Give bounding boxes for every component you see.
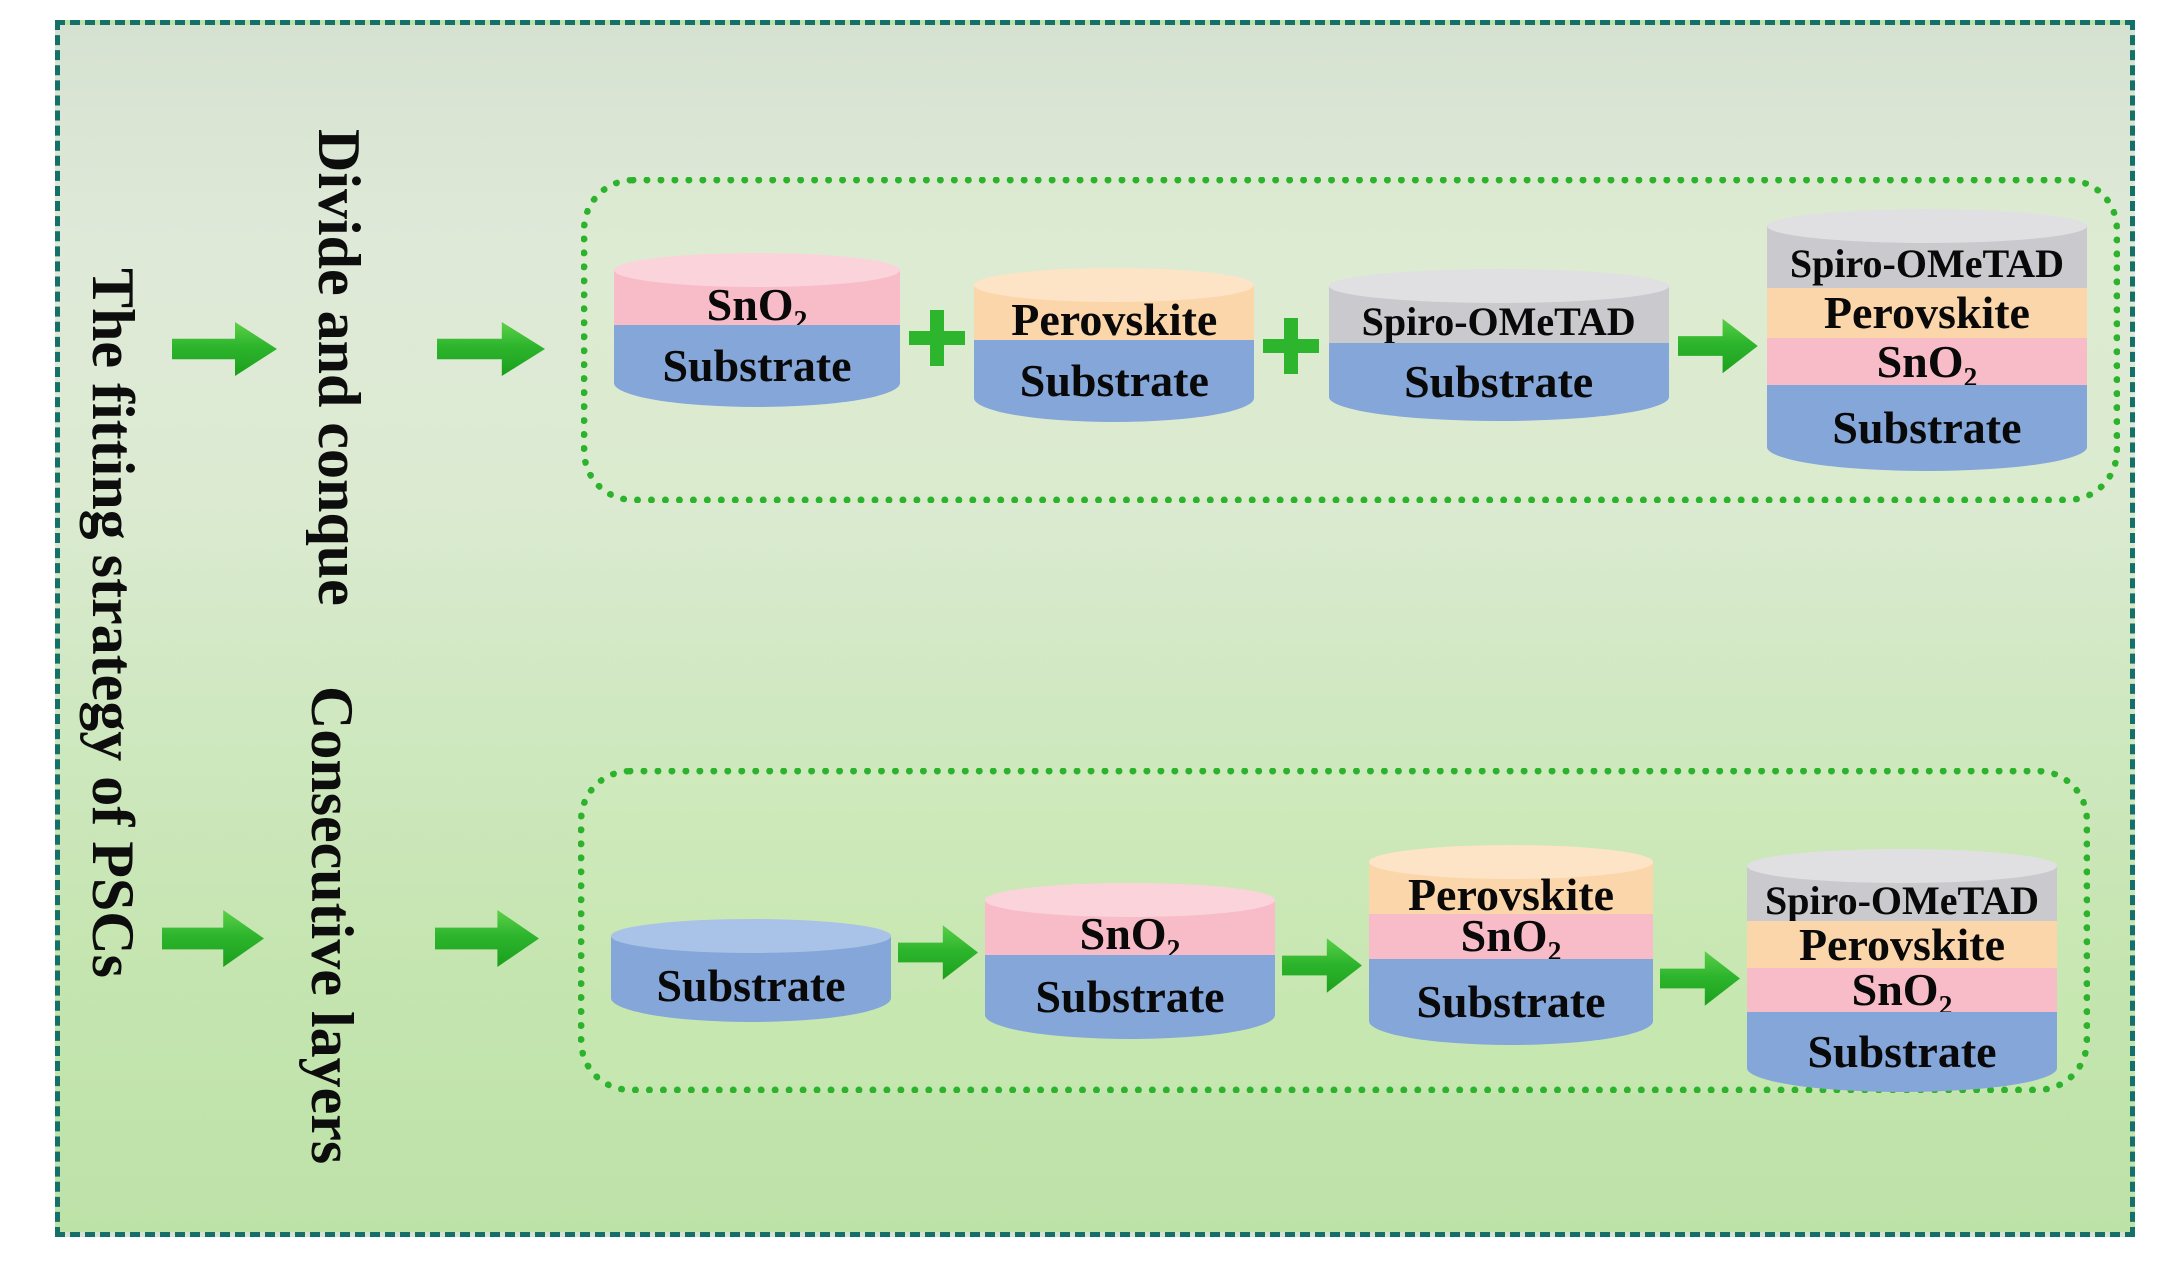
layer-substrate: Substrate	[1747, 1012, 2057, 1092]
layer-label: Perovskite	[1823, 287, 2030, 338]
layer-label: Spiro-OMeTAD	[1789, 241, 2064, 286]
layer-perovskite: Perovskite	[1747, 921, 2057, 968]
layer-sno2: SnO₂	[1747, 964, 2057, 1015]
flow-arrow-icon	[1660, 951, 1740, 1006]
layer-substrate: Substrate	[974, 340, 1255, 422]
layer-label: SnO₂	[1079, 908, 1181, 959]
cylinder-top-ellipse	[611, 919, 891, 953]
layer-label: SnO₂	[1460, 910, 1562, 961]
right-arrow-icon	[437, 322, 545, 376]
cylinder-top-ellipse	[1369, 844, 1653, 879]
layer-label: Substrate	[662, 340, 852, 391]
cylinder-top-ellipse	[974, 268, 1255, 302]
layer-label: Spiro-OMeTAD	[1764, 877, 2040, 923]
plus-icon	[1263, 318, 1320, 374]
flow-arrow-icon	[1282, 938, 1362, 993]
branch-label-divide-and-conque: Divide and conque	[306, 129, 372, 606]
cylinder-sno2-substrate: SnO₂ Substrate	[985, 882, 1275, 1039]
layer-substrate: Substrate	[614, 325, 900, 407]
layer-label: Substrate	[1832, 402, 2022, 453]
cylinder-substrate: Substrate	[611, 919, 891, 1022]
cylinder-top-ellipse	[1766, 209, 2087, 243]
cylinder-spiro-substrate: Spiro-OMeTAD Substrate	[1328, 269, 1669, 421]
layer-label: Substrate	[1416, 975, 1606, 1027]
cylinder-sno2-substrate: SnO₂ Substrate	[614, 253, 900, 407]
layer-label: Perovskite	[1011, 293, 1218, 345]
right-arrow-icon	[172, 322, 277, 376]
layer-label: SnO₂	[1851, 964, 1953, 1015]
layer-label: Perovskite	[1798, 918, 2006, 970]
layer-substrate: Substrate	[985, 954, 1275, 1039]
layer-perovskite: Perovskite	[1369, 861, 1653, 917]
layer-label: Substrate	[1807, 1026, 1997, 1077]
layer-label: Substrate	[1404, 356, 1594, 407]
layer-label: SnO₂	[706, 278, 808, 330]
figure-title: The fitting strategy of PSCs	[80, 267, 146, 978]
flow-arrow-icon	[1677, 318, 1758, 374]
layer-substrate: Substrate	[1369, 958, 1653, 1045]
layer-sno2: SnO₂	[1369, 910, 1653, 961]
layer-perovskite: Perovskite	[1766, 287, 2087, 338]
plus-icon	[909, 310, 966, 366]
layer-substrate: Substrate	[1766, 385, 2087, 471]
right-arrow-icon	[162, 910, 264, 967]
cylinder-top-ellipse	[614, 253, 900, 287]
layer-label: Substrate	[656, 960, 846, 1011]
layer-label: SnO₂	[1876, 335, 1978, 387]
layer-sno2: SnO₂	[1766, 335, 2087, 387]
cylinder-top-ellipse	[1328, 269, 1669, 303]
right-arrow-icon	[435, 910, 539, 967]
layer-label: Substrate	[1035, 970, 1225, 1022]
branch-label-consecutive-layers: Consecutive layers	[299, 685, 365, 1165]
layer-label: Spiro-OMeTAD	[1361, 298, 1636, 344]
cylinder-top-ellipse	[1747, 849, 2057, 883]
flow-arrow-icon	[898, 925, 978, 980]
layer-label: Substrate	[1019, 355, 1209, 406]
layer-substrate: Substrate	[1328, 343, 1669, 421]
cylinder-top-ellipse	[985, 882, 1275, 917]
layer-label: Perovskite	[1407, 868, 1615, 920]
